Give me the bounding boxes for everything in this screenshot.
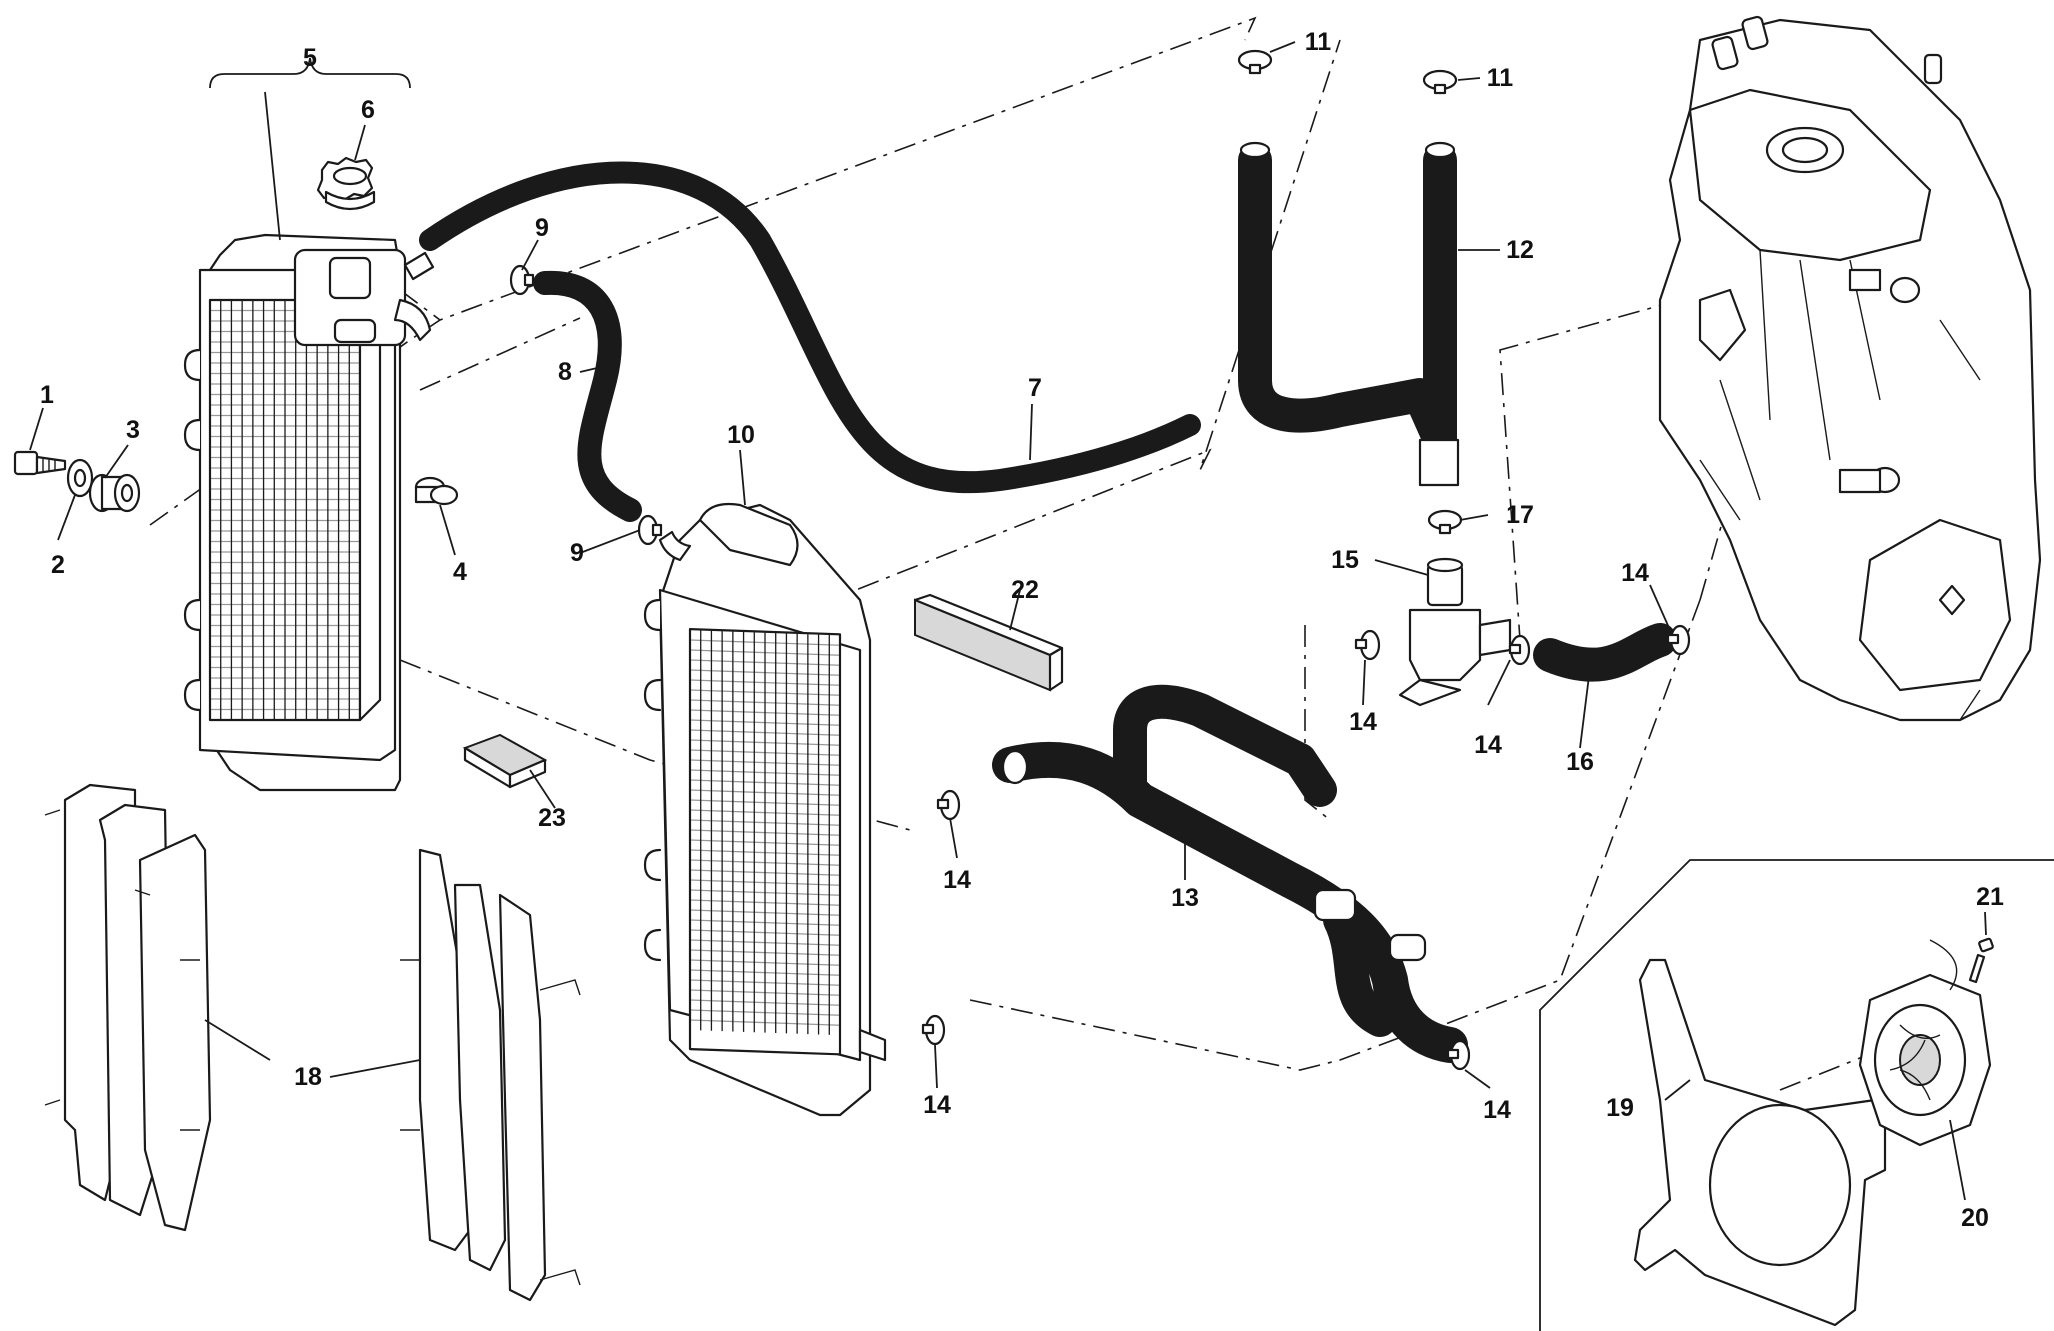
callout-17: 17	[1506, 501, 1534, 529]
radiator-cap	[316, 156, 376, 211]
cooling-fan	[1858, 939, 1992, 1147]
callout-14a: 14	[1349, 708, 1377, 736]
fan-screw	[1968, 937, 1994, 984]
spacer-bushing	[414, 476, 459, 506]
callout-12: 12	[1506, 236, 1534, 264]
callout-14d: 14	[943, 866, 971, 894]
thermostat-housing	[1398, 557, 1512, 707]
clamp-14-right	[1666, 624, 1691, 656]
callout-10: 10	[727, 421, 755, 449]
leader-lines	[29, 41, 1987, 1201]
clamp-14-mid	[1508, 634, 1531, 666]
clamp-11b	[1422, 69, 1458, 95]
callout-9a: 9	[535, 214, 549, 242]
fan-inset	[1539, 859, 2054, 1331]
callout-23: 23	[538, 804, 566, 832]
callout-14e: 14	[923, 1091, 951, 1119]
callout-9b: 9	[570, 539, 584, 567]
callout-13: 13	[1171, 884, 1199, 912]
left-radiator	[183, 233, 435, 792]
callout-11b: 11	[1487, 64, 1514, 92]
clamp-14-bottom-right	[1446, 1039, 1471, 1071]
callout-14b: 14	[1474, 731, 1502, 759]
short-hose	[1533, 623, 1677, 682]
clamp-9b	[637, 514, 663, 546]
callout-20: 20	[1961, 1204, 1989, 1232]
callout-6: 6	[361, 96, 375, 124]
callout-1: 1	[40, 381, 54, 409]
callout-labels: 1 2 3 4 5 6 7 8 9 9 10 11 11 12 13 14 14…	[40, 28, 2004, 1232]
fan-bracket	[1633, 958, 1887, 1327]
callout-3: 3	[126, 416, 140, 444]
assembly-lines	[149, 16, 1921, 1091]
clamp-11a	[1237, 49, 1273, 75]
callout-2: 2	[51, 551, 65, 579]
callout-5: 5	[303, 44, 317, 72]
foam-pad-22	[913, 593, 1064, 692]
right-radiator-core	[689, 630, 841, 1035]
right-radiator	[643, 502, 887, 1117]
foam-pad-23	[462, 733, 548, 789]
breather-hose	[533, 270, 642, 522]
clamp-14-lower-left	[936, 789, 961, 821]
callout-18: 18	[294, 1063, 322, 1091]
callout-14f: 14	[1483, 1096, 1511, 1124]
callout-22: 22	[1011, 576, 1039, 604]
rubber-grommet	[88, 473, 141, 513]
lower-y-hose	[992, 684, 1468, 1063]
callout-7: 7	[1028, 374, 1042, 402]
callout-14c: 14	[1621, 559, 1649, 587]
overflow-hose	[419, 161, 1201, 494]
clamp-14-left	[1354, 629, 1381, 661]
clamp-14-bottom-left	[921, 1014, 946, 1046]
upper-y-hose	[1238, 141, 1460, 487]
clamp-17	[1427, 509, 1463, 535]
bolt	[13, 450, 67, 476]
mounting-hardware	[13, 450, 459, 513]
radiator-shrouds	[44, 783, 581, 1302]
callout-19: 19	[1606, 1094, 1634, 1122]
engine	[1658, 15, 2042, 722]
callout-21: 21	[1976, 883, 2004, 911]
callout-11a: 11	[1305, 28, 1332, 56]
callout-16: 16	[1566, 748, 1594, 776]
hose-clamps	[509, 49, 1691, 1071]
clamp-9a	[509, 264, 535, 296]
washer	[66, 458, 94, 498]
callout-4: 4	[453, 558, 467, 586]
foam-pads	[462, 593, 1064, 789]
callout-8: 8	[558, 358, 572, 386]
callout-15: 15	[1331, 546, 1359, 574]
left-radiator-core	[210, 300, 360, 720]
